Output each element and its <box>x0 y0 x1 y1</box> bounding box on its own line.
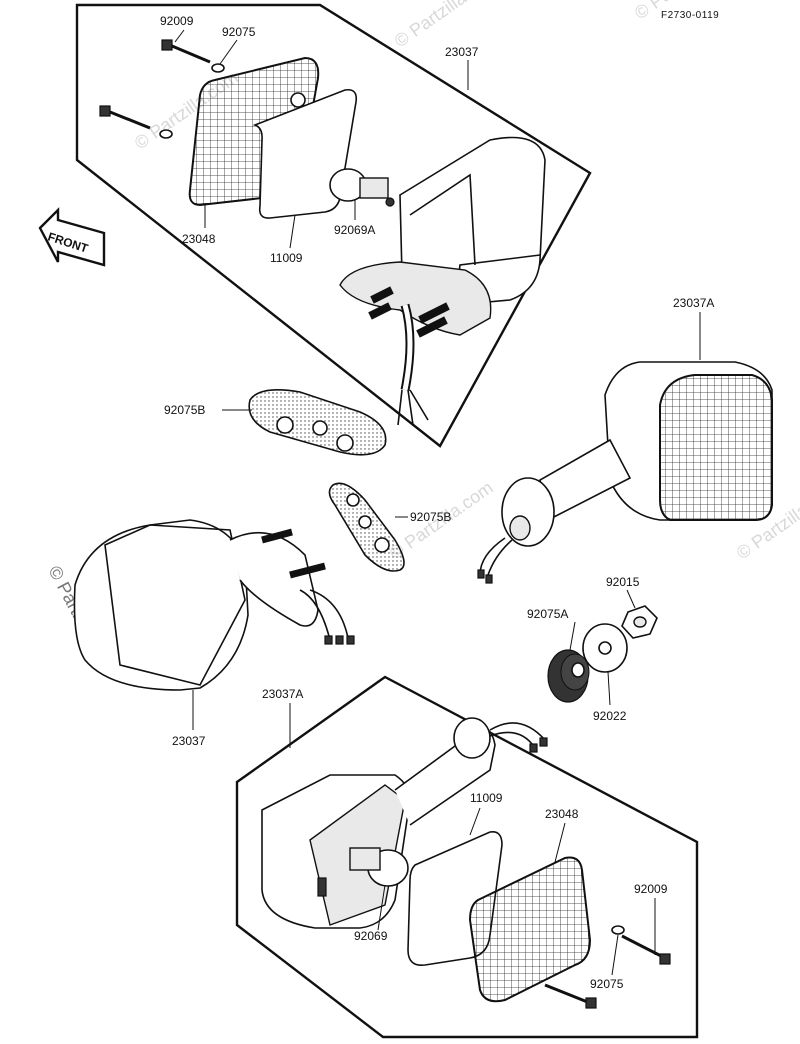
turn-signal-housing-icon <box>339 136 546 426</box>
part-label-23048: 23048 <box>545 807 579 821</box>
washer-icon <box>611 925 625 935</box>
part-label-92075b: 92075B <box>410 510 451 524</box>
part-label-23048: 23048 <box>182 232 216 246</box>
screw-icon <box>544 983 597 1009</box>
part-label-92022: 92022 <box>593 709 627 723</box>
rubber-pad-icon <box>328 482 405 572</box>
bulb-icon <box>349 847 409 887</box>
part-label-92009: 92009 <box>634 882 668 896</box>
part-label-92069a: 92069A <box>334 223 375 237</box>
part-label-92015: 92015 <box>606 575 640 589</box>
part-label-92009: 92009 <box>160 14 194 28</box>
screw-icon <box>161 39 211 64</box>
turn-signal-assembly-icon <box>73 519 355 691</box>
part-label-11009: 11009 <box>470 791 503 805</box>
part-label-23037: 23037 <box>172 734 206 748</box>
lower-assembly-boundary <box>235 675 699 1039</box>
front-arrow-icon: FRONT <box>38 207 106 267</box>
screw-icon <box>99 105 151 130</box>
grommet-icon <box>547 649 590 703</box>
figure-code: F2730-0119 <box>661 10 719 21</box>
washer-icon <box>211 63 225 73</box>
washer-icon <box>582 623 628 673</box>
part-labels: 92009 92075 23037 23048 11009 92069A 230… <box>160 14 714 991</box>
part-label-23037: 23037 <box>445 45 479 59</box>
turn-signal-housing-icon <box>261 717 548 929</box>
bulb-icon <box>329 168 395 207</box>
screw-icon <box>621 934 671 965</box>
part-label-11009: 11009 <box>270 251 303 265</box>
part-label-92075: 92075 <box>222 25 256 39</box>
part-label-23037a: 23037A <box>673 296 714 310</box>
part-label-92075a: 92075A <box>527 607 568 621</box>
rubber-pad-icon <box>248 389 387 456</box>
nut-icon <box>621 605 658 639</box>
washer-icon <box>159 129 173 139</box>
upper-assembly-boundary <box>75 3 592 448</box>
part-label-92075b: 92075B <box>164 403 205 417</box>
part-label-92075: 92075 <box>590 977 624 991</box>
leader-lines <box>174 29 701 976</box>
watermark: © Partzilla.com <box>391 0 502 51</box>
turn-signal-assembly-icon <box>477 361 773 584</box>
part-label-23037a: 23037A <box>262 687 303 701</box>
lens-icon <box>468 856 592 1003</box>
part-label-92069: 92069 <box>354 929 388 943</box>
